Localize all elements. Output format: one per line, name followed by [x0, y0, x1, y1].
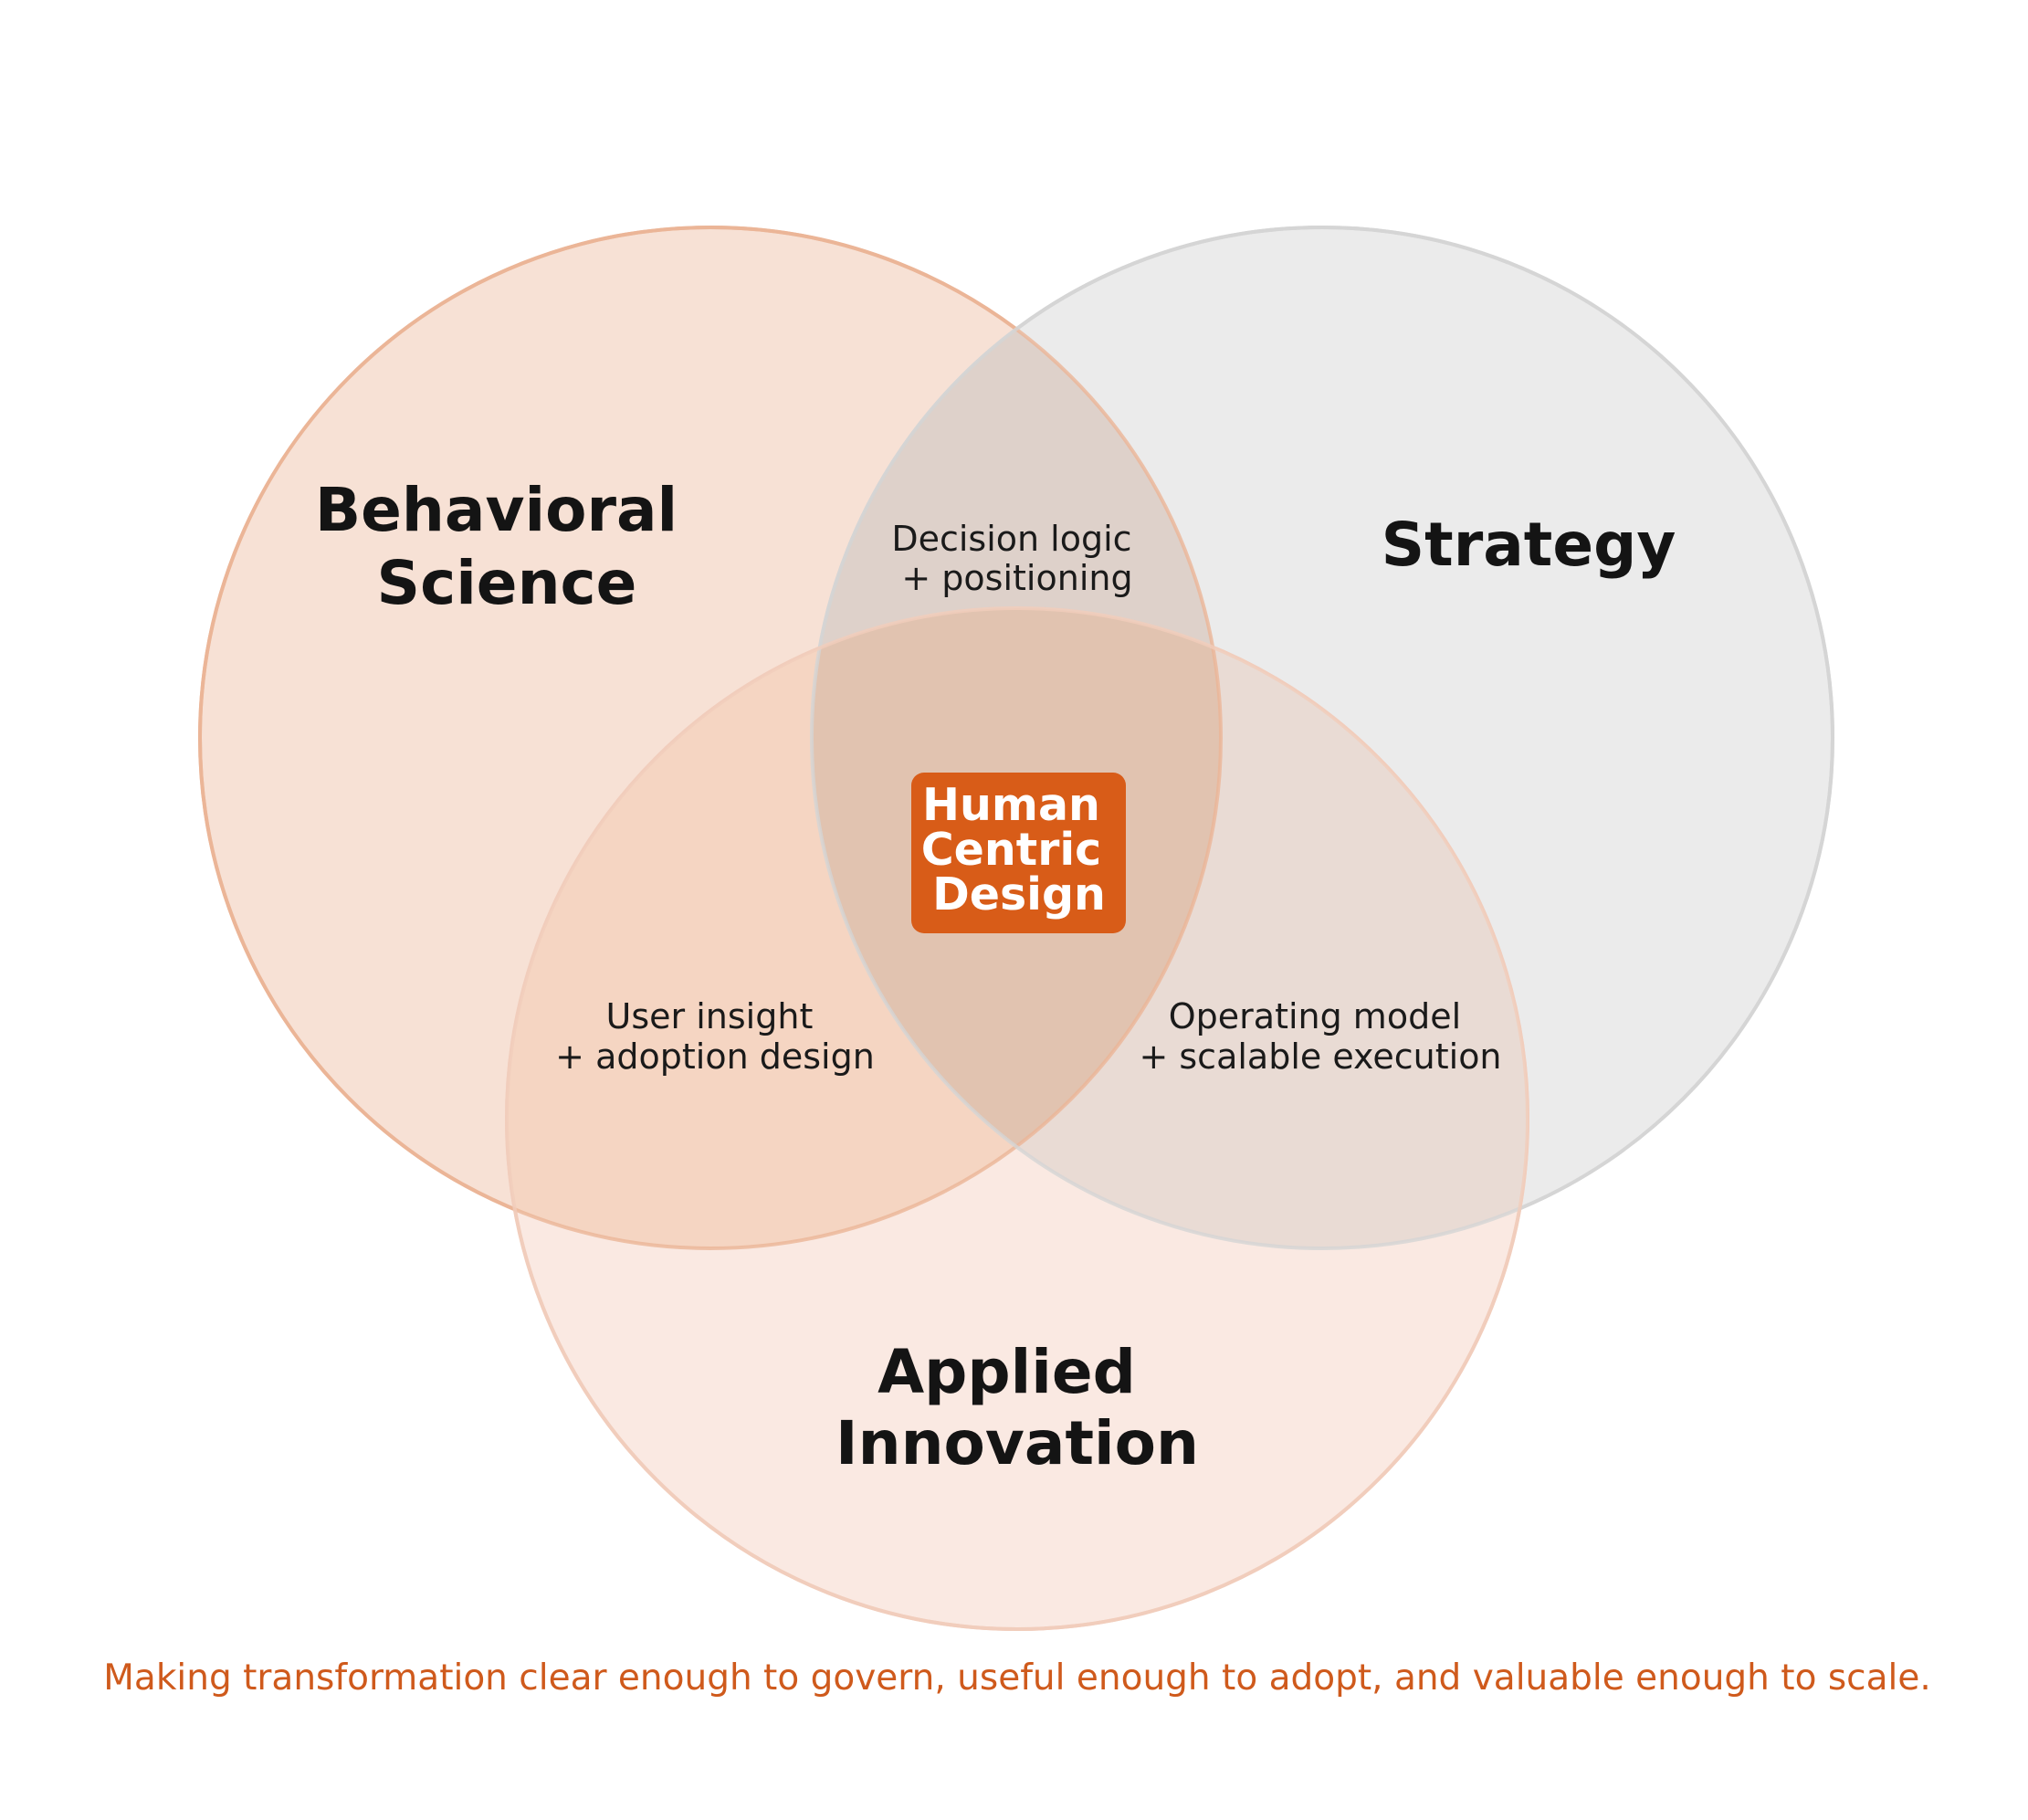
overlap-ba-line-1: User insight [606, 996, 814, 1036]
label-applied-innovation: Applied Innovation [835, 1337, 1199, 1478]
overlap-label-user-insight: User insight + adoption design [555, 996, 875, 1077]
label-applied-line-1: Applied [877, 1337, 1136, 1407]
outline-applied [505, 606, 1529, 1631]
center-line-2: Centric [921, 824, 1102, 876]
center-badge [911, 773, 1126, 933]
overlap-label-operating-model: Operating model + scalable execution [1139, 996, 1501, 1077]
tagline: Making transformation clear enough to go… [103, 1657, 1930, 1699]
label-behavioral-line-2: Science [377, 548, 637, 618]
overlap-label-decision-logic: Decision logic + positioning [891, 519, 1142, 598]
center-line-1: Human [922, 779, 1100, 831]
overlap-center [812, 608, 1221, 1248]
overlap-bs-line-1: Decision logic [891, 519, 1131, 559]
label-behavioral-line-1: Behavioral [315, 475, 678, 545]
outline-strategy [810, 226, 1834, 1250]
label-strategy-line-1: Strategy [1382, 510, 1676, 580]
overlap-ba-line-2: + adoption design [555, 1036, 875, 1077]
overlap-sa-line-2: + scalable execution [1139, 1036, 1501, 1077]
center-line-3: Design [932, 868, 1106, 921]
label-behavioral-science: Behavioral Science [315, 475, 699, 618]
center-badge-label: Human Centric Design [921, 779, 1118, 921]
label-strategy: Strategy [1382, 510, 1676, 580]
overlap-sa-line-1: Operating model [1169, 996, 1461, 1036]
outline-behavioral [198, 226, 1223, 1250]
overlap-bs-line-2: + positioning [901, 558, 1132, 598]
label-applied-line-2: Innovation [835, 1408, 1199, 1478]
